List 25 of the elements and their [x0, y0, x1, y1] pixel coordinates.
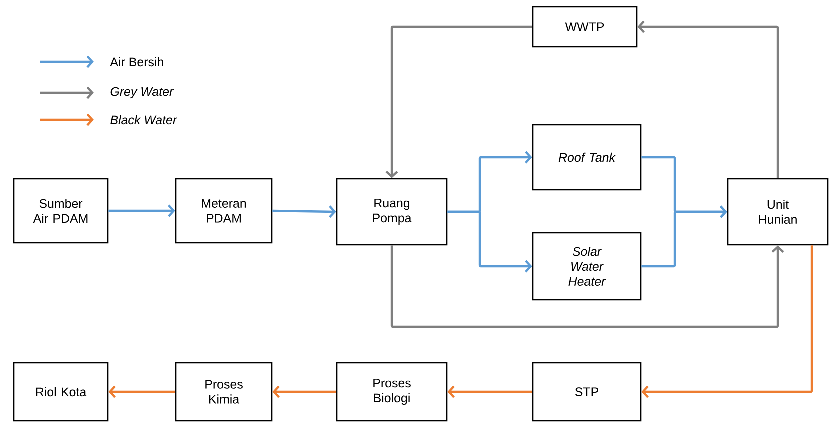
arrow	[642, 246, 814, 398]
arrow	[642, 206, 728, 268]
arrow	[108, 204, 176, 218]
arrow	[448, 210, 532, 273]
process-box: Unit Hunian	[727, 178, 829, 246]
legend-text: Black Water	[110, 115, 178, 125]
arrow	[638, 20, 780, 178]
arrow	[448, 386, 532, 398]
process-box: Solar Water Heater	[532, 232, 642, 301]
process-box: Roof Tank	[532, 124, 642, 191]
process-box: WWTP	[532, 6, 638, 48]
process-box: STP	[532, 362, 642, 422]
process-box: Meteran PDAM	[175, 178, 273, 244]
process-box: Ruang Pompa	[336, 178, 448, 246]
process-box: Proses Kimia	[175, 362, 273, 422]
legend-text: Grey Water	[110, 87, 174, 99]
arrow	[386, 26, 532, 178]
legend-text: Air Bersih	[110, 57, 164, 67]
arrow	[272, 206, 336, 218]
process-box: Proses Biologi	[336, 362, 448, 422]
process-box: Sumber Air PDAM	[13, 178, 109, 244]
process-box: Riol Kota	[13, 362, 109, 422]
arrow	[272, 386, 336, 398]
arrow	[108, 386, 176, 398]
arrow	[390, 246, 784, 328]
